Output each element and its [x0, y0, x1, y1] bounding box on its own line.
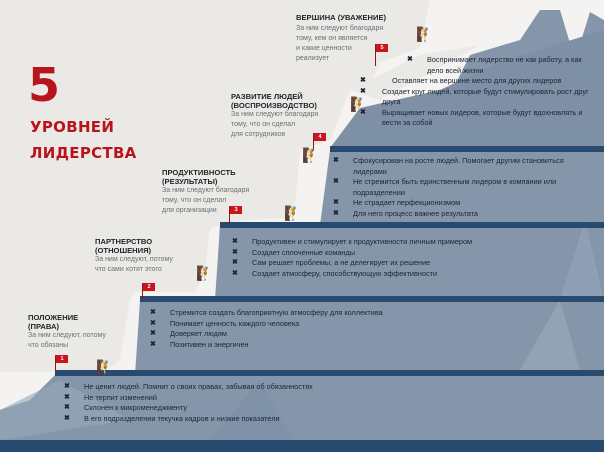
level-3-description: За ним следуют благодаря тому, что он сд… — [162, 187, 250, 214]
level-4-heading: РАЗВИТИЕ ЛЮДЕЙ (ВОСПРОИЗВОДСТВО) — [231, 92, 317, 110]
climber-figure-icon: 🧗 — [416, 26, 434, 42]
bullet-x-icon: ✖ — [64, 383, 70, 390]
list-item: ✖Склонен к микроменеджменту — [64, 403, 188, 412]
list-item: ✖Создает атмосферу, способствующую эффек… — [232, 268, 438, 278]
bullet-x-icon: ✖ — [64, 404, 70, 411]
bullet-x-icon: ✖ — [232, 259, 238, 266]
bullet-x-icon: ✖ — [150, 340, 156, 348]
level-3-heading: ПРОДУКТИВНОСТЬ (РЕЗУЛЬТАТЫ) — [162, 168, 236, 186]
climber-figure-icon: 🧗 — [196, 265, 214, 281]
bullet-x-icon: ✖ — [150, 319, 156, 327]
list-item: ✖Создает круг людей, которые будут стиму… — [360, 86, 589, 107]
bullet-x-icon: ✖ — [333, 178, 339, 185]
level-4-description: За ним следуют благодаря тому, что он сд… — [231, 111, 319, 138]
title-line-1: УРОВНЕЙ — [30, 118, 115, 136]
list-item: ✖Воспринимает лидерство не как работу, а… — [407, 55, 582, 75]
list-item: ✖Оставляет на вершине место для других л… — [360, 76, 562, 85]
list-item: ✖Стремится создать благоприятную атмосфе… — [150, 308, 383, 317]
climber-figure-icon: 🧗 — [350, 96, 368, 112]
bullet-x-icon: ✖ — [333, 199, 339, 206]
level-4-bullets: ✖Сфокусирован на росте людей. Помогает д… — [333, 156, 598, 219]
list-item: ✖Не страдает перфекционизмом — [333, 198, 461, 207]
bullet-x-icon: ✖ — [64, 393, 70, 401]
list-item: ✖Для него процесс важнее результата — [333, 208, 478, 218]
level-2-heading: ПАРТНЕРСТВО (ОТНОШЕНИЯ) — [95, 237, 153, 255]
level-1-bullets: ✖Не ценит людей. Помнит о своих правах, … — [64, 382, 384, 424]
list-item: ✖Создает сплоченные команды — [232, 247, 355, 257]
list-item: ✖Не терпит изменений — [64, 392, 157, 402]
title-number: 5 — [28, 58, 61, 112]
list-item: ✖В его подразделении текучка кадров и ни… — [64, 413, 280, 423]
bullet-x-icon: ✖ — [360, 87, 366, 95]
list-item: ✖Выращивает новых лидеров, которые будут… — [360, 107, 583, 128]
list-item: ✖Не стремится быть единственным лидером … — [333, 177, 557, 197]
bullet-x-icon: ✖ — [360, 77, 366, 84]
list-item: ✖Позитивен и энергичен — [150, 339, 249, 349]
climber-figure-icon: 🧗 — [284, 205, 302, 221]
list-item: ✖Доверяет людям — [150, 329, 227, 338]
bullet-x-icon: ✖ — [360, 108, 366, 116]
list-item: ✖Продуктивен и стимулирует к продуктивно… — [232, 237, 473, 246]
list-item: ✖Сфокусирован на росте людей. Помогает д… — [333, 156, 564, 176]
level-2-description: За ним следуют, потому что сами хотят эт… — [95, 256, 173, 273]
level-5-bullets: ✖Воспринимает лидерство не как работу, а… — [360, 55, 600, 129]
climber-figure-icon: 🧗 — [96, 359, 114, 375]
level-2-bullets: ✖Стремится создать благоприятную атмосфе… — [150, 308, 450, 350]
level-5-description: За ним следуют благодаря тому, кем он яв… — [296, 25, 384, 62]
bullet-x-icon: ✖ — [333, 157, 339, 164]
level-3-bullets: ✖Продуктивен и стимулирует к продуктивно… — [232, 237, 532, 279]
level-1-heading: ПОЛОЖЕНИЕ (ПРАВА) — [28, 313, 79, 331]
bullet-x-icon: ✖ — [407, 56, 413, 63]
list-item: ✖Не ценит людей. Помнит о своих правах, … — [64, 382, 313, 391]
level-5-heading: ВЕРШИНА (УВАЖЕНИЕ) — [296, 13, 387, 22]
bullet-x-icon: ✖ — [150, 309, 156, 316]
title-line-2: ЛИДЕРСТВА — [30, 144, 137, 162]
climber-figure-icon: 🧗 — [302, 147, 320, 163]
bullet-x-icon: ✖ — [64, 414, 70, 422]
bullet-x-icon: ✖ — [232, 238, 238, 245]
bullet-x-icon: ✖ — [333, 209, 339, 217]
level-1-description: За ним следуют, потому что обязаны — [28, 332, 106, 349]
bullet-x-icon: ✖ — [150, 330, 156, 337]
list-item: ✖Понимает ценность каждого человека — [150, 318, 300, 328]
bullet-x-icon: ✖ — [232, 248, 238, 256]
list-item: ✖Сам решает проблемы, а не делегирует их… — [232, 258, 431, 267]
bullet-x-icon: ✖ — [232, 269, 238, 277]
